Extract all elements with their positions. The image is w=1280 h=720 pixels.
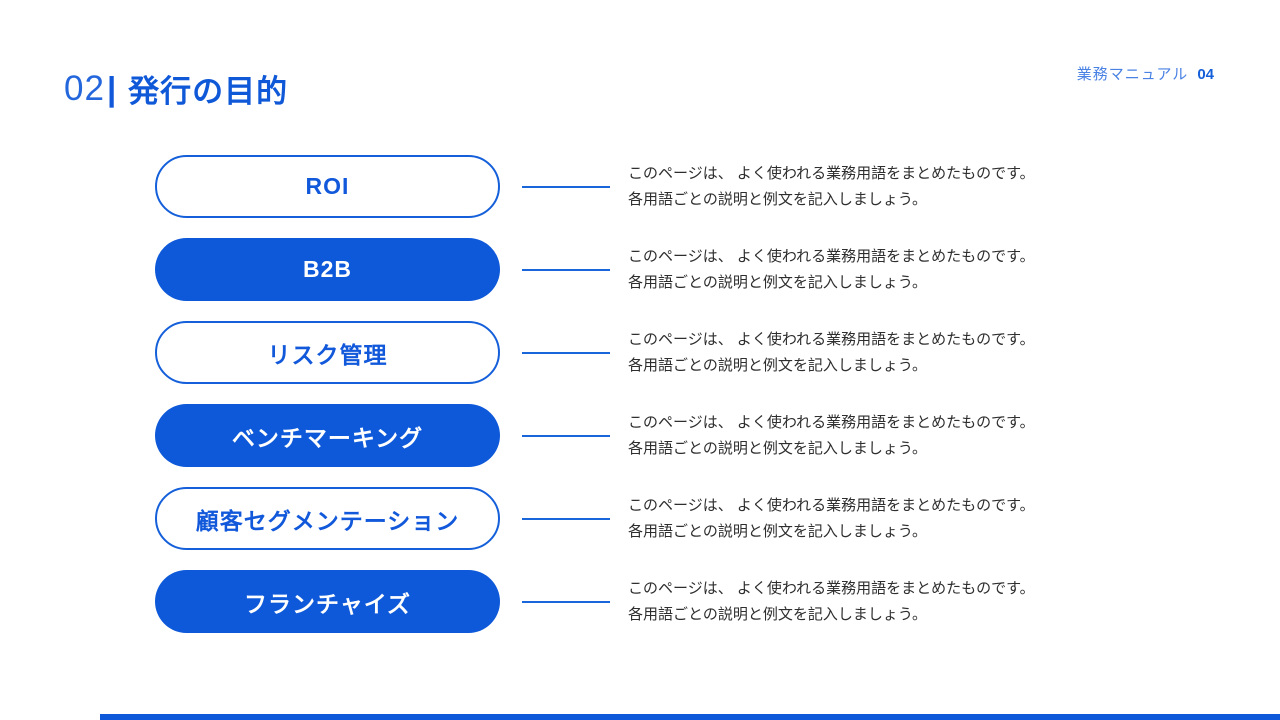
term-row: リスク管理 このページは、 よく使われる業務用語をまとめたものです。 各用語ごと… [155, 321, 1035, 384]
term-pill-franchise: フランチャイズ [155, 570, 500, 633]
term-row: ROI このページは、 よく使われる業務用語をまとめたものです。 各用語ごとの説… [155, 155, 1035, 218]
connector-line [522, 268, 610, 271]
term-list: ROI このページは、 よく使われる業務用語をまとめたものです。 各用語ごとの説… [155, 155, 1035, 653]
bottom-accent-bar [100, 714, 1280, 720]
description-line-1: このページは、 よく使われる業務用語をまとめたものです。 [628, 413, 1035, 431]
section-number: 02 [64, 68, 105, 108]
connector-line [522, 185, 610, 188]
manual-label: 業務マニュアル [1076, 66, 1189, 83]
term-pill-benchmarking: ベンチマーキング [155, 404, 500, 467]
term-description: このページは、 よく使われる業務用語をまとめたものです。 各用語ごとの説明と例文… [628, 161, 1035, 213]
description-line-2: 各用語ごとの説明と例文を記入しましょう。 [628, 439, 927, 457]
term-label: 顧客セグメンテーション [195, 507, 460, 534]
term-description: このページは、 よく使われる業務用語をまとめたものです。 各用語ごとの説明と例文… [628, 493, 1035, 545]
term-pill-risk-management: リスク管理 [155, 321, 500, 384]
description-line-1: このページは、 よく使われる業務用語をまとめたものです。 [628, 330, 1035, 348]
term-description: このページは、 よく使われる業務用語をまとめたものです。 各用語ごとの説明と例文… [628, 576, 1035, 628]
term-label: リスク管理 [267, 341, 388, 368]
term-label: フランチャイズ [243, 590, 412, 617]
connector-line [522, 517, 610, 520]
connector-line [522, 434, 610, 437]
term-pill-b2b: B2B [155, 238, 500, 301]
header-right: 業務マニュアル 04 [1077, 63, 1214, 84]
connector-line [522, 600, 610, 603]
description-line-2: 各用語ごとの説明と例文を記入しましょう。 [628, 190, 927, 208]
term-label: ベンチマーキング [231, 424, 424, 451]
term-row: 顧客セグメンテーション このページは、 よく使われる業務用語をまとめたものです。… [155, 487, 1035, 550]
term-label: ROI [305, 173, 350, 199]
header-divider: | [106, 69, 117, 107]
term-description: このページは、 よく使われる業務用語をまとめたものです。 各用語ごとの説明と例文… [628, 410, 1035, 462]
term-description: このページは、 よく使われる業務用語をまとめたものです。 各用語ごとの説明と例文… [628, 244, 1035, 296]
term-label: B2B [302, 256, 352, 282]
description-line-2: 各用語ごとの説明と例文を記入しましょう。 [628, 522, 927, 540]
term-pill-roi: ROI [155, 155, 500, 218]
term-row: ベンチマーキング このページは、 よく使われる業務用語をまとめたものです。 各用… [155, 404, 1035, 467]
page-title: 発行の目的 [128, 74, 289, 109]
description-line-1: このページは、 よく使われる業務用語をまとめたものです。 [628, 164, 1035, 182]
description-line-1: このページは、 よく使われる業務用語をまとめたものです。 [628, 247, 1035, 265]
description-line-1: このページは、 よく使われる業務用語をまとめたものです。 [628, 579, 1035, 597]
term-description: このページは、 よく使われる業務用語をまとめたものです。 各用語ごとの説明と例文… [628, 327, 1035, 379]
connector-line [522, 351, 610, 354]
term-row: B2B このページは、 よく使われる業務用語をまとめたものです。 各用語ごとの説… [155, 238, 1035, 301]
description-line-1: このページは、 よく使われる業務用語をまとめたものです。 [628, 496, 1035, 514]
term-row: フランチャイズ このページは、 よく使われる業務用語をまとめたものです。 各用語… [155, 570, 1035, 633]
slide-header: 02 | 発行の目的 [64, 66, 288, 111]
page-number: 04 [1197, 66, 1214, 83]
description-line-2: 各用語ごとの説明と例文を記入しましょう。 [628, 605, 927, 623]
term-pill-customer-segmentation: 顧客セグメンテーション [155, 487, 500, 550]
description-line-2: 各用語ごとの説明と例文を記入しましょう。 [628, 273, 927, 291]
description-line-2: 各用語ごとの説明と例文を記入しましょう。 [628, 356, 927, 374]
